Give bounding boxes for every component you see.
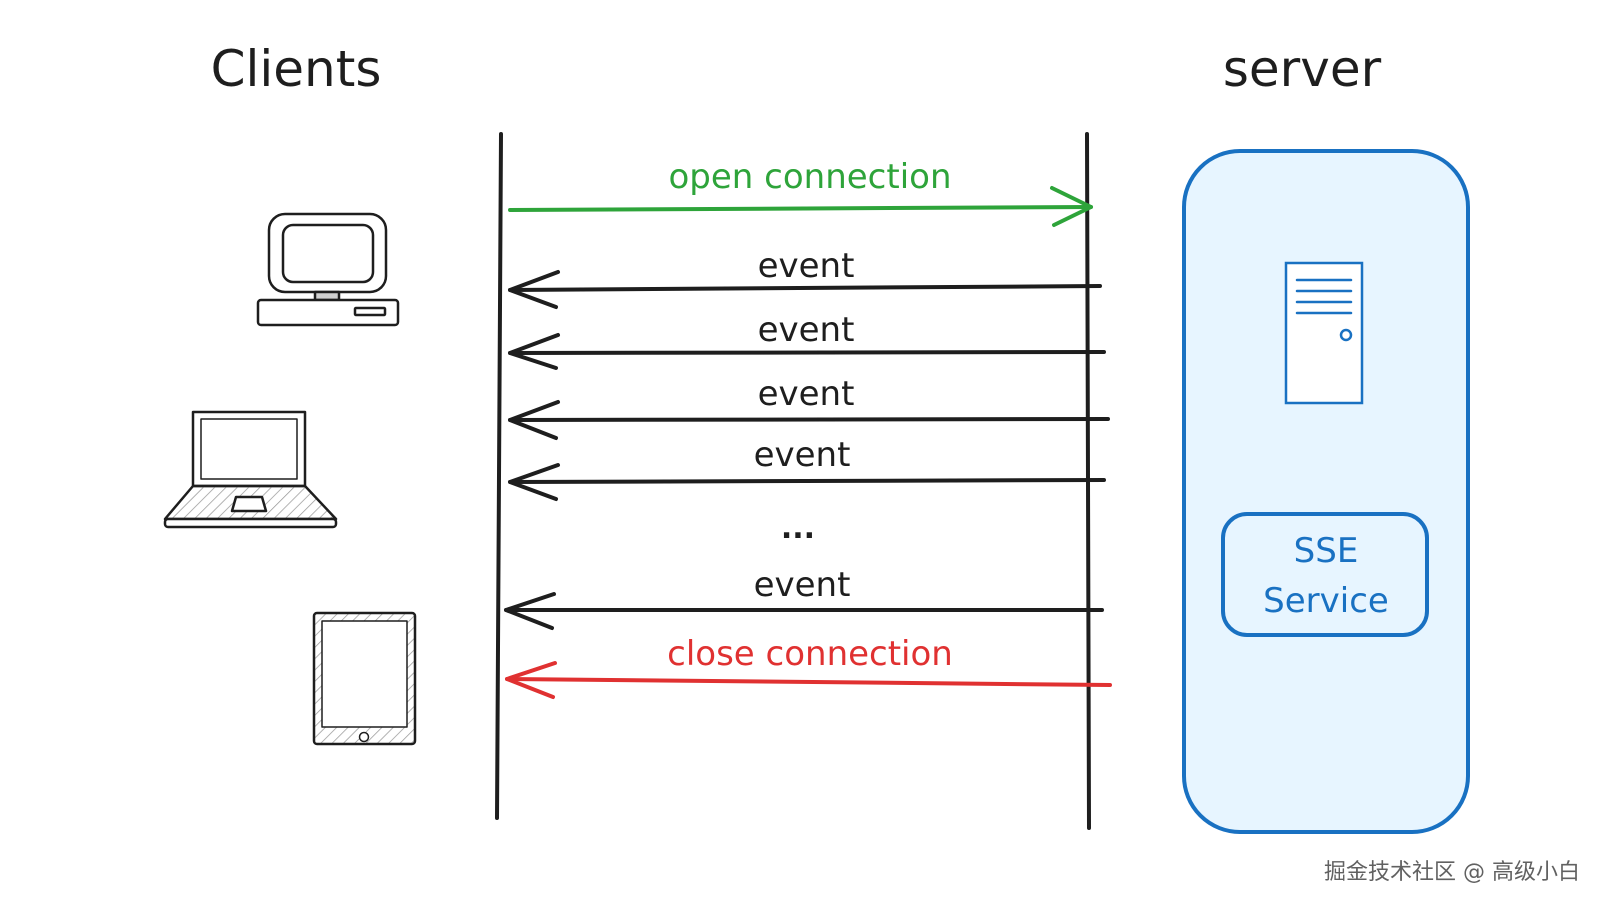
tablet-icon xyxy=(312,611,417,746)
event-label: event xyxy=(758,374,855,414)
clients-title: Clients xyxy=(211,40,382,98)
watermark: 掘金技术社区 @ 高级小白 xyxy=(1324,860,1580,885)
event-message-last: event xyxy=(504,565,1104,630)
event-message-4: event xyxy=(508,435,1106,501)
event-message-2: event xyxy=(508,310,1106,370)
event-label: event xyxy=(754,435,851,475)
laptop-icon xyxy=(163,410,338,529)
event-label: event xyxy=(754,565,851,605)
desktop-computer-icon xyxy=(256,212,400,327)
server-container xyxy=(1182,149,1470,834)
ellipsis-label: ... xyxy=(781,511,815,546)
server-title: server xyxy=(1223,40,1382,98)
server-tower-icon xyxy=(1284,261,1364,405)
close-connection-arrow xyxy=(505,661,1112,699)
open-connection-label: open connection xyxy=(669,157,952,197)
open-connection-arrow xyxy=(508,186,1093,227)
close-connection-label: close connection xyxy=(667,634,953,674)
event-message-3: event xyxy=(508,374,1110,440)
event-label: event xyxy=(758,246,855,286)
client-lifeline xyxy=(495,132,503,820)
event-message-1: event xyxy=(508,246,1102,309)
event-label: event xyxy=(758,310,855,350)
sse-service-box xyxy=(1221,512,1429,637)
sse-service-label-line2: Service xyxy=(1263,581,1389,621)
sse-service-label-line1: SSE xyxy=(1294,531,1359,571)
